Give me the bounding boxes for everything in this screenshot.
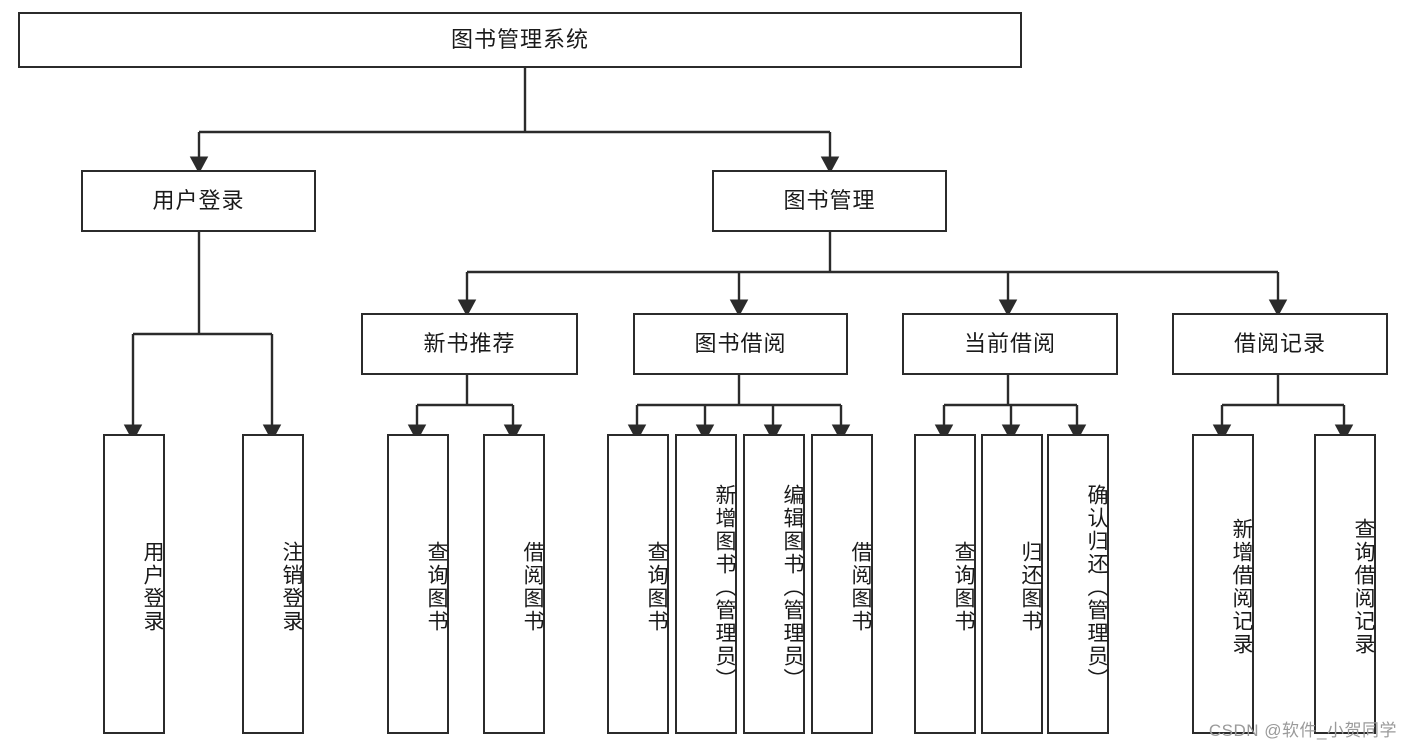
leaf-new-book-borrow-book[interactable]: 借阅图书 xyxy=(483,434,545,734)
leaf-book-borrow-query-book[interactable]: 查询图书 xyxy=(607,434,669,734)
node-label: 用户登录 xyxy=(141,541,164,633)
node-label: 编辑图书（管理员） xyxy=(781,483,804,691)
leaf-new-book-query-book[interactable]: 查询图书 xyxy=(387,434,449,734)
node-label: 图书借阅 xyxy=(694,331,787,357)
node-label: 新增图书（管理员） xyxy=(713,483,736,691)
node-label: 借阅记录 xyxy=(1233,331,1326,357)
watermark-text: CSDN @软件_小贺同学 xyxy=(1208,721,1397,740)
node-label: 查询图书 xyxy=(645,541,668,633)
node-label: 新书推荐 xyxy=(423,331,516,357)
node-label: 查询借阅记录 xyxy=(1352,518,1375,656)
node-borrow-record[interactable]: 借阅记录 xyxy=(1172,313,1388,375)
leaf-current-borrow-confirm-return-admin[interactable]: 确认归还（管理员） xyxy=(1047,434,1109,734)
leaf-current-borrow-query-book[interactable]: 查询图书 xyxy=(914,434,976,734)
node-user-login[interactable]: 用户登录 xyxy=(81,170,316,232)
node-label: 查询图书 xyxy=(425,541,448,633)
node-root-book-management-system[interactable]: 图书管理系统 xyxy=(18,12,1022,68)
leaf-book-borrow-edit-book-admin[interactable]: 编辑图书（管理员） xyxy=(743,434,805,734)
node-label: 归还图书 xyxy=(1019,541,1042,633)
node-label: 借阅图书 xyxy=(521,541,544,633)
leaf-book-borrow-borrow-book[interactable]: 借阅图书 xyxy=(811,434,873,734)
node-label: 图书管理 xyxy=(783,188,876,214)
node-book-borrow[interactable]: 图书借阅 xyxy=(633,313,848,375)
leaf-user-login-logout[interactable]: 注销登录 xyxy=(242,434,304,734)
node-label: 当前借阅 xyxy=(963,331,1056,357)
node-label: 图书管理系统 xyxy=(450,27,589,53)
leaf-borrow-record-add-record[interactable]: 新增借阅记录 xyxy=(1192,434,1254,734)
node-label: 注销登录 xyxy=(280,541,303,633)
node-label: 借阅图书 xyxy=(849,541,872,633)
node-label: 新增借阅记录 xyxy=(1230,518,1253,656)
node-book-management[interactable]: 图书管理 xyxy=(712,170,947,232)
leaf-borrow-record-query-record[interactable]: 查询借阅记录 xyxy=(1314,434,1376,734)
leaf-book-borrow-add-book-admin[interactable]: 新增图书（管理员） xyxy=(675,434,737,734)
node-current-borrow[interactable]: 当前借阅 xyxy=(902,313,1118,375)
leaf-user-login-login[interactable]: 用户登录 xyxy=(103,434,165,734)
leaf-current-borrow-return-book[interactable]: 归还图书 xyxy=(981,434,1043,734)
node-label: 用户登录 xyxy=(152,188,245,214)
node-new-book-recommend[interactable]: 新书推荐 xyxy=(361,313,578,375)
node-label: 确认归还（管理员） xyxy=(1085,483,1108,691)
node-label: 查询图书 xyxy=(952,541,975,633)
